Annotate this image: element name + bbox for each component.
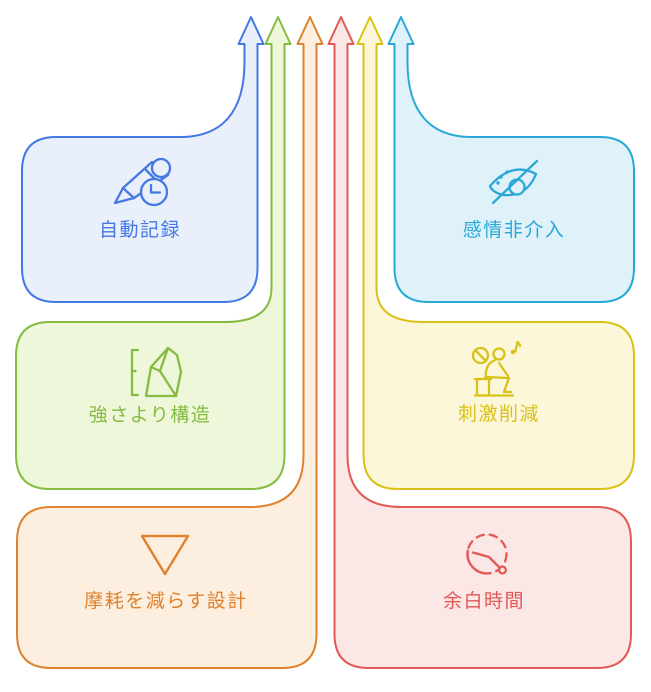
- no-sign-slash: [474, 349, 487, 362]
- card-shape-arrow: [356, 16, 635, 490]
- card-shape-arrow: [387, 16, 635, 303]
- card-stimulus-reduction: 刺激削減: [356, 16, 635, 490]
- pencil-ferrule-line: [144, 168, 157, 181]
- eye-dot: [505, 170, 509, 174]
- card-friction-reducing-design: 摩耗を減らす設計: [16, 16, 324, 669]
- pencil-clock-icon: [113, 157, 172, 207]
- card-margin-time: 余白時間: [327, 16, 632, 669]
- eye-slash-line: [491, 159, 539, 205]
- rock-icon: [130, 346, 183, 398]
- clock-hands: [149, 183, 162, 194]
- seated-person-quiet-icon: [471, 340, 522, 397]
- person-arm: [497, 361, 510, 378]
- eye-off-icon: [488, 159, 539, 205]
- card-label: 摩耗を減らす設計: [84, 590, 248, 612]
- clock-solid-arc: [466, 549, 487, 575]
- person-leg: [484, 375, 513, 394]
- no-sign-circle: [471, 346, 490, 365]
- card-shape-arrow: [16, 16, 324, 669]
- eye-dot: [496, 181, 500, 185]
- clock-hand: [471, 551, 501, 569]
- card-label: 余白時間: [443, 590, 525, 612]
- card-emotion-non-intervention: 感情非介入: [387, 16, 635, 303]
- card-shape-arrow: [15, 16, 292, 490]
- clock-knob: [497, 565, 508, 575]
- card-shape-arrow: [21, 16, 265, 303]
- triangle-down-icon: [140, 534, 190, 576]
- dashed-clock-icon: [466, 533, 508, 575]
- eye-dot: [499, 175, 503, 179]
- music-note-head: [510, 349, 516, 355]
- height-bracket: [130, 348, 140, 397]
- music-note-stem: [514, 340, 522, 353]
- pencil-eraser-cap: [150, 157, 172, 179]
- eye-pupil: [508, 178, 526, 196]
- card-shape-arrow: [327, 16, 632, 669]
- card-label: 感情非介入: [463, 219, 566, 241]
- stool: [473, 377, 493, 397]
- card-auto-record: 自動記録: [21, 16, 265, 303]
- card-structure-over-strength: 強さより構造: [15, 16, 292, 490]
- pencil-tip-line: [121, 186, 136, 200]
- card-label: 自動記録: [99, 219, 181, 241]
- triangle-outline: [140, 534, 190, 576]
- card-label: 刺激削減: [458, 403, 540, 425]
- card-label: 強さより構造: [89, 404, 212, 426]
- person-head: [492, 347, 506, 361]
- rock-facet: [149, 365, 162, 373]
